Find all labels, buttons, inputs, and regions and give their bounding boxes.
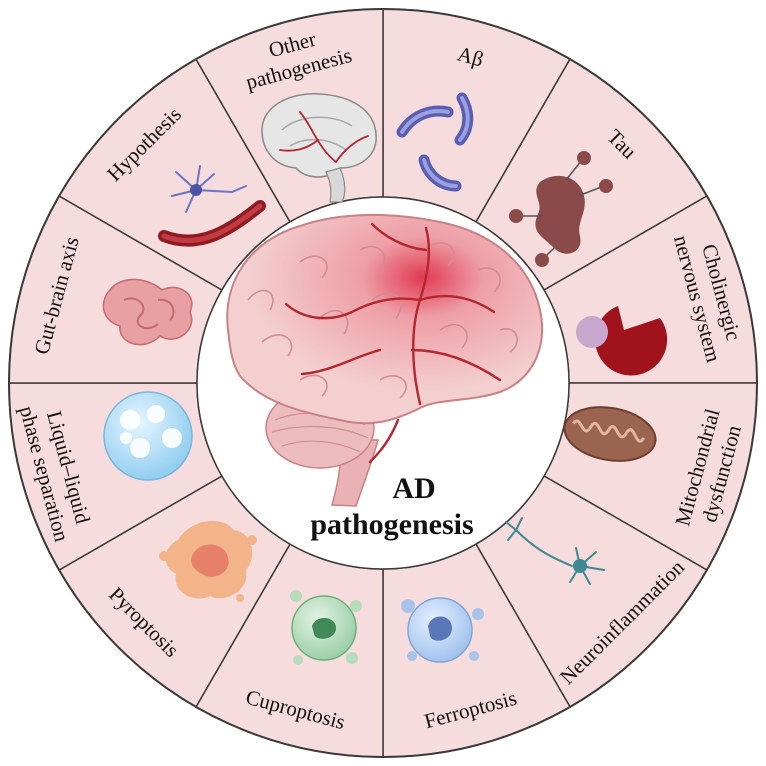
cuproptosis-cell-icon <box>290 590 362 665</box>
mitochondria-icon <box>563 406 657 462</box>
droplet-icon <box>103 391 193 481</box>
pyroptosis-cell-icon <box>159 520 257 602</box>
brain-section-icon <box>261 93 377 203</box>
neuron-vessel-icon <box>158 165 266 247</box>
tau-protein-icon <box>509 151 613 267</box>
central-brain-illustration <box>226 213 544 507</box>
neuron-icon <box>505 517 605 585</box>
amyloid-beta-icon <box>396 92 474 192</box>
ferroptosis-cell-icon <box>401 597 484 663</box>
center-title-line2: pathogenesis <box>310 508 473 541</box>
outer-border <box>8 8 758 758</box>
cholinergic-icon <box>576 306 668 376</box>
center-title-line1: AD <box>392 472 435 505</box>
intestine-icon <box>102 278 193 346</box>
